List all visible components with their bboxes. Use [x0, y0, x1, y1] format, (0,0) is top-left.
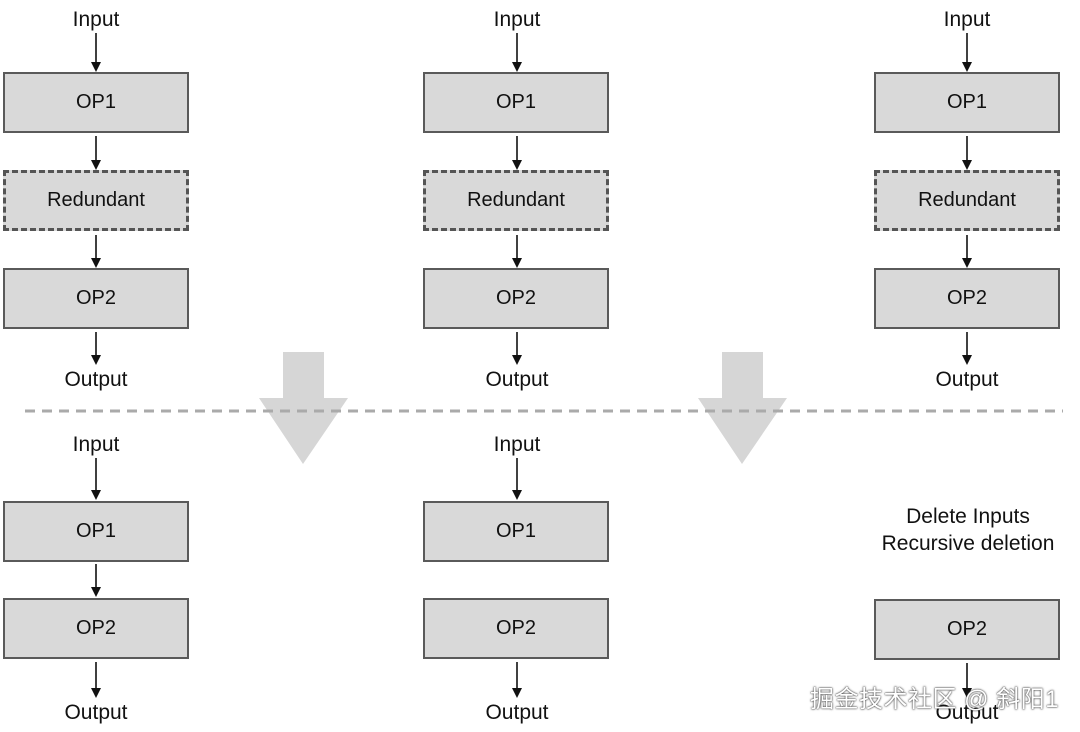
transform-arrow-2	[698, 352, 787, 464]
input-label: Input	[493, 8, 541, 31]
op2-box: OP2	[874, 599, 1060, 660]
op1-box: OP1	[3, 501, 189, 562]
op2-box: OP2	[3, 268, 189, 329]
op1-box: OP1	[423, 72, 609, 133]
redundant-box: Redundant	[874, 170, 1060, 231]
op2-box: OP2	[423, 268, 609, 329]
input-label: Input	[943, 8, 991, 31]
output-label: Output	[64, 701, 128, 724]
redundant-box: Redundant	[3, 170, 189, 231]
input-label: Input	[72, 433, 120, 456]
output-label: Output	[485, 368, 549, 391]
op1-box: OP1	[423, 501, 609, 562]
output-label: Output	[64, 368, 128, 391]
output-label: Output	[935, 701, 999, 724]
op2-box: OP2	[423, 598, 609, 659]
op1-box: OP1	[874, 72, 1060, 133]
op2-box: OP2	[3, 598, 189, 659]
redundant-box: Redundant	[423, 170, 609, 231]
op1-box: OP1	[3, 72, 189, 133]
output-label: Output	[935, 368, 999, 391]
transform-arrow-1	[259, 352, 348, 464]
op2-box: OP2	[874, 268, 1060, 329]
note-recursive-deletion: Recursive deletion	[881, 532, 1055, 555]
note-delete-inputs: Delete Inputs	[906, 505, 1030, 528]
output-label: Output	[485, 701, 549, 724]
input-label: Input	[72, 8, 120, 31]
watermark: 掘金技术社区 @ 斜阳1	[810, 686, 1060, 713]
input-label: Input	[493, 433, 541, 456]
